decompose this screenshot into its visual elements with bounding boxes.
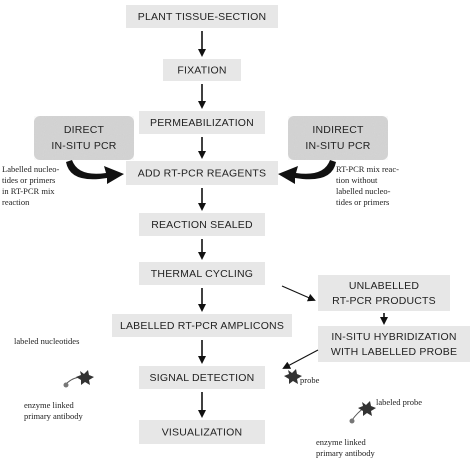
direct-line-2: IN-SITU PCR bbox=[51, 140, 116, 152]
box-thermal-cycling-label: THERMAL CYCLING bbox=[151, 268, 253, 280]
box-visualization: VISUALIZATION bbox=[139, 420, 265, 444]
note-indirect: RT-PCR mix reac- tion without labelled n… bbox=[336, 164, 399, 207]
indirect-note-line-4: tides or primers bbox=[336, 197, 389, 207]
indirect-note-line-1: RT-PCR mix reac- bbox=[336, 164, 399, 174]
note-enzyme-linked-right: enzyme linked primary antibody bbox=[316, 437, 376, 458]
enzyme-left-line-1: enzyme linked bbox=[24, 400, 75, 410]
arrow-hybridization-to-detection bbox=[282, 349, 319, 369]
probe-molecule-icon bbox=[284, 369, 302, 384]
enzyme-right-line-2: primary antibody bbox=[316, 448, 376, 458]
box-reaction-sealed-label: REACTION SEALED bbox=[151, 219, 253, 231]
direct-note-line-2: tides or primers bbox=[2, 175, 55, 185]
indirect-note-line-3: labelled nucleo- bbox=[336, 186, 391, 196]
box-reaction-sealed: REACTION SEALED bbox=[139, 213, 265, 236]
box-signal-detection-label: SIGNAL DETECTION bbox=[150, 372, 255, 384]
box-fixation-label: FIXATION bbox=[177, 64, 226, 76]
hybridization-line-2: WITH LABELLED PROBE bbox=[331, 346, 457, 358]
box-unlabelled-products: UNLABELLED RT-PCR PRODUCTS bbox=[318, 275, 450, 311]
label-labeled-nucleotides: labeled nucleotides bbox=[14, 336, 79, 346]
indirect-line-1: INDIRECT bbox=[312, 124, 364, 136]
box-labelled-amplicons-label: LABELLED RT-PCR AMPLICONS bbox=[120, 320, 284, 332]
box-labelled-amplicons: LABELLED RT-PCR AMPLICONS bbox=[112, 314, 292, 337]
indirect-note-line-2: tion without bbox=[336, 175, 378, 185]
enzyme-right-line-1: enzyme linked bbox=[316, 437, 367, 447]
box-signal-detection: SIGNAL DETECTION bbox=[139, 366, 265, 389]
box-direct-in-situ-pcr: DIRECT IN-SITU PCR bbox=[34, 116, 134, 160]
note-enzyme-linked-left: enzyme linked primary antibody bbox=[24, 400, 84, 421]
box-thermal-cycling: THERMAL CYCLING bbox=[139, 262, 265, 285]
direct-note-line-1: Labelled nucleo- bbox=[2, 164, 60, 174]
box-indirect-in-situ-pcr: INDIRECT IN-SITU PCR bbox=[288, 116, 388, 160]
unlabelled-line-1: UNLABELLED bbox=[349, 280, 419, 292]
box-permeabilization-label: PERMEABILIZATION bbox=[150, 117, 254, 129]
note-direct: Labelled nucleo- tides or primers in RT-… bbox=[2, 164, 60, 207]
enzyme-left-line-2: primary antibody bbox=[24, 411, 84, 421]
arrow-cycling-to-unlabelled bbox=[281, 285, 316, 302]
box-plant-tissue-section-label: PLANT TISSUE-SECTION bbox=[138, 11, 266, 23]
box-visualization-label: VISUALIZATION bbox=[162, 426, 243, 438]
hybridization-line-1: IN-SITU HYBRIDIZATION bbox=[331, 331, 456, 343]
enzyme-antibody-right-icon bbox=[349, 401, 376, 424]
unlabelled-line-2: RT-PCR PRODUCTS bbox=[332, 295, 436, 307]
box-in-situ-hybridization: IN-SITU HYBRIDIZATION WITH LABELLED PROB… bbox=[318, 326, 470, 362]
box-permeabilization: PERMEABILIZATION bbox=[139, 111, 265, 134]
direct-note-line-4: reaction bbox=[2, 197, 30, 207]
direct-line-1: DIRECT bbox=[64, 124, 105, 136]
label-labeled-probe: labeled probe bbox=[376, 397, 422, 407]
enzyme-antibody-left-icon bbox=[63, 370, 94, 388]
box-add-rt-pcr-reagents: ADD RT-PCR REAGENTS bbox=[126, 161, 278, 185]
label-probe: probe bbox=[300, 375, 320, 385]
box-add-rt-pcr-reagents-label: ADD RT-PCR REAGENTS bbox=[138, 167, 266, 179]
indirect-line-2: IN-SITU PCR bbox=[305, 140, 370, 152]
curved-arrow-indirect bbox=[278, 160, 336, 184]
box-plant-tissue-section: PLANT TISSUE-SECTION bbox=[126, 5, 278, 28]
curved-arrow-direct bbox=[66, 160, 124, 184]
box-fixation: FIXATION bbox=[163, 59, 241, 81]
direct-note-line-3: in RT-PCR mix bbox=[2, 186, 55, 196]
